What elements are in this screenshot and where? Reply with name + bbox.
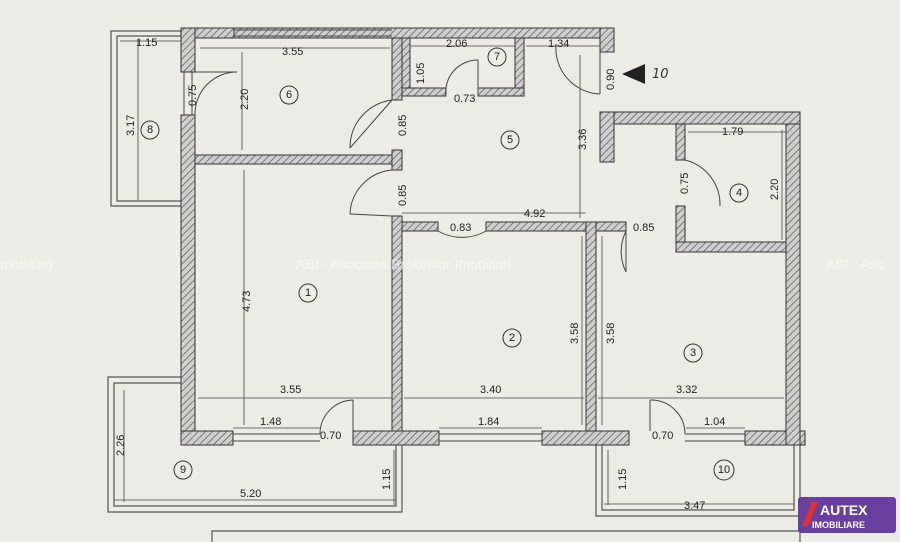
handwritten-mark: 10 xyxy=(652,67,669,82)
room-number-2: 2 xyxy=(509,332,515,344)
watermark-left: mobiliari xyxy=(0,256,52,272)
autex-logo: AUTEX IMOBILIARE xyxy=(798,497,896,533)
dim-balcony-9-width: 5.20 xyxy=(240,488,261,500)
room-number-10: 10 xyxy=(718,464,730,476)
dim-room-3-width: 3.32 xyxy=(676,384,697,396)
dim-balcony-8-width: 1.15 xyxy=(136,37,157,49)
dim-balcony-10-width: 3.47 xyxy=(684,500,705,512)
room-number-6: 6 xyxy=(286,89,292,101)
dim-balcony-9-height: 2.26 xyxy=(115,435,127,456)
dim-room-2-width: 3.40 xyxy=(480,384,501,396)
logo-line-1: AUTEX xyxy=(820,502,868,518)
dim-room-3-door: 0.85 xyxy=(633,222,654,234)
room-number-5: 5 xyxy=(507,134,513,146)
dim-balcony-8-height: 3.17 xyxy=(125,115,137,136)
dim-corridor-top: 1.34 xyxy=(548,38,569,50)
dim-entry-door: 0.90 xyxy=(605,69,617,90)
dim-room-4-width: 1.79 xyxy=(722,126,743,138)
dim-room-5-door-top: 0.85 xyxy=(397,115,409,136)
logo-line-2: IMOBILIARE xyxy=(812,520,865,530)
dim-room-5-door-bottom: 0.85 xyxy=(397,185,409,206)
dimension-lines xyxy=(114,40,794,505)
dim-room-6-door: 0.75 xyxy=(187,85,199,106)
bottom-frame-edge xyxy=(211,530,801,542)
room-number-7: 7 xyxy=(494,51,500,63)
entry-arrow-icon xyxy=(622,64,645,84)
balcony-10-outline xyxy=(595,444,801,517)
dim-room-7-bottom: 0.73 xyxy=(454,93,475,105)
dim-room-5-height: 3.36 xyxy=(577,129,589,150)
dim-room-3-window: 1.04 xyxy=(704,416,725,428)
dim-room-4-door: 0.75 xyxy=(679,173,691,194)
dim-room-6-height: 2.20 xyxy=(239,89,251,110)
dim-room-4-height: 2.20 xyxy=(769,179,781,200)
dim-balcony-10-depth: 1.15 xyxy=(617,469,629,490)
dim-room-7-width: 2.06 xyxy=(446,38,467,50)
dim-room-7-door: 1.05 xyxy=(415,63,427,84)
walls xyxy=(180,27,806,446)
dim-room-1-width: 3.55 xyxy=(280,384,301,396)
dimension-labels: 1.15 3.55 2.06 1.34 0.90 0.75 2.20 3.17 … xyxy=(115,37,781,512)
watermark-right: ABI - Aso xyxy=(826,256,885,272)
dim-balcony-9-depth: 1.15 xyxy=(381,469,393,490)
dim-room-6-width: 3.55 xyxy=(282,46,303,58)
room-number-1: 1 xyxy=(305,287,311,299)
balcony-8-outline xyxy=(110,30,181,207)
room-number-3: 3 xyxy=(690,347,696,359)
dim-room-2-door: 0.83 xyxy=(450,222,471,234)
watermark-center: ABI - Asociatia Brokerilor Imobiliari xyxy=(296,256,511,272)
balcony-9-outline xyxy=(107,376,403,513)
dim-room-3-height: 3.58 xyxy=(605,323,617,344)
dim-room-2-window: 1.84 xyxy=(478,416,499,428)
door-swings xyxy=(194,43,721,435)
dim-room-1-balcony-door: 0.70 xyxy=(320,430,341,442)
dim-room-2-height: 3.58 xyxy=(569,323,581,344)
dim-room-3-balcony-door: 0.70 xyxy=(652,430,673,442)
room-labels xyxy=(140,47,749,481)
windows xyxy=(183,29,745,442)
room-number-8: 8 xyxy=(147,124,153,136)
dim-room-1-window: 1.48 xyxy=(260,416,281,428)
dim-room-5-width: 4.92 xyxy=(524,208,545,220)
room-number-9: 9 xyxy=(180,464,186,476)
dim-room-1-height: 4.73 xyxy=(241,291,253,312)
room-number-4: 4 xyxy=(736,187,742,199)
